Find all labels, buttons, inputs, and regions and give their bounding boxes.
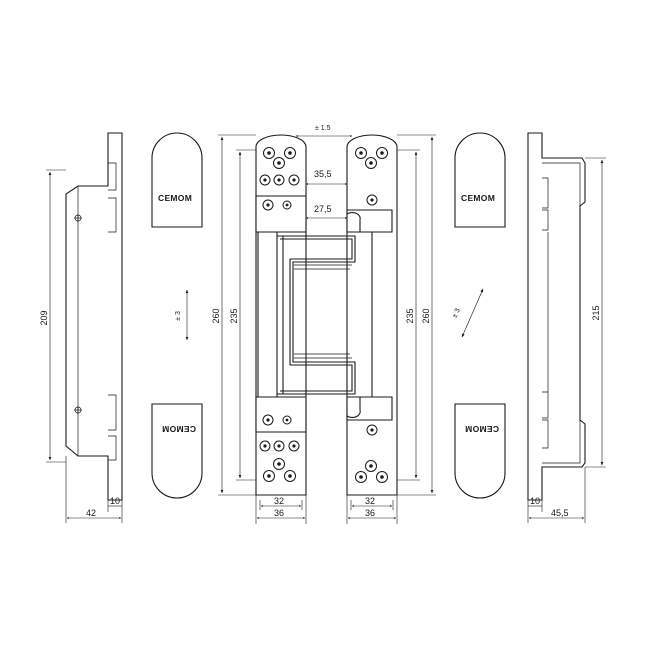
screw-hole-icon: [259, 147, 300, 211]
dim-tolerance-top: ± 1.5: [315, 125, 331, 132]
left-side-profile: 209 10 42: [39, 132, 123, 523]
dim-bottom-right-inner: 32: [365, 496, 375, 506]
adjust-vertical-label: ± 3: [175, 311, 182, 321]
dim-bottom-left-inner: 32: [274, 496, 284, 506]
dim-right-length: 215: [591, 305, 601, 320]
dim-right-body: 10: [530, 496, 540, 506]
cap-logo-bottom-left: CEMOM: [162, 424, 196, 434]
dim-left-outer: 260: [211, 308, 221, 323]
cap-logo-bottom-right: CEMOM: [465, 424, 499, 434]
right-side-profile: 215 10 45,5: [527, 132, 606, 523]
adjust-diagonal-label: ± 3: [451, 307, 461, 319]
vertical-adjust-arrow-icon: ± 3: [175, 289, 189, 341]
dim-right-inner: 235: [405, 308, 415, 323]
dim-left-inner: 235: [229, 308, 239, 323]
dim-bottom-right-outer: 36: [365, 508, 375, 518]
hinge-front-view: ± 1.5 35,5 27,5 260 235 235 260 32 36: [211, 125, 436, 524]
dim-right-outer: 260: [421, 308, 431, 323]
diagonal-adjust-arrow-icon: ± 3: [451, 288, 484, 338]
screw-hole-icon: [355, 147, 388, 483]
dim-bottom-left-outer: 36: [274, 508, 284, 518]
right-cover-caps: CEMOM CEMOM: [454, 132, 506, 499]
screw-hole-icon: [259, 414, 300, 482]
dim-top-gap-2: 27,5: [314, 204, 332, 214]
cap-logo-top-right: CEMOM: [461, 193, 495, 203]
dim-left-overall: 42: [86, 508, 96, 518]
left-cover-caps: CEMOM CEMOM: [151, 132, 203, 499]
dim-top-gap-1: 35,5: [314, 169, 332, 179]
cap-logo-top-left: CEMOM: [158, 193, 192, 203]
dim-right-overall: 45,5: [551, 508, 569, 518]
dim-left-length: 209: [39, 310, 49, 325]
dim-left-body: 10: [110, 496, 120, 506]
